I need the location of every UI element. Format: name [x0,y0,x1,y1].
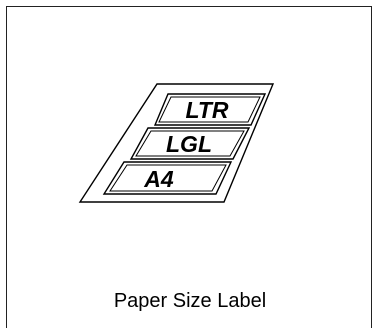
figure-frame [6,6,372,328]
label-a4-inner-box [109,164,227,192]
label-a4-text: A4 [143,166,174,192]
label-ltr-text: LTR [185,97,228,123]
label-ltr-inner-box [158,96,261,123]
figure-caption: Paper Size Label [113,290,267,312]
label-ltr-box [153,93,267,126]
label-lgl-text: LGL [166,131,212,157]
label-a4-box [102,161,233,195]
label-lgl-inner-box [135,130,245,157]
label-lgl-box [129,127,251,160]
